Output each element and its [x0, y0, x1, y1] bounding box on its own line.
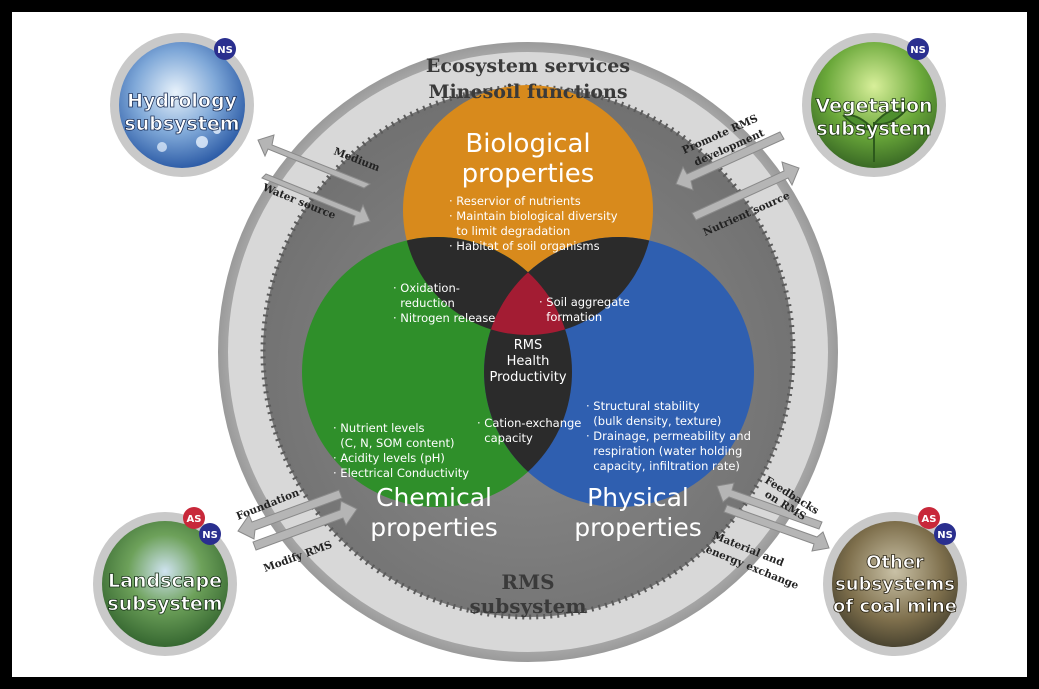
- coal-mine-image: [832, 521, 958, 647]
- center-line: Productivity: [489, 370, 566, 385]
- biological-item: to limit degradation: [449, 224, 570, 238]
- hydrology-subsystem: Hydrology subsystem NS: [110, 33, 254, 177]
- ns-badge-label: NS: [202, 530, 218, 541]
- chem-phys-item: · Cation-exchange: [477, 416, 581, 430]
- physical-title-1: Physical: [587, 483, 689, 512]
- arrow-feedbacks: [716, 482, 823, 530]
- chemical-item: · Acidity levels (pH): [333, 451, 445, 465]
- ns-badge: [214, 38, 236, 60]
- physical-item: capacity, infiltration rate): [586, 459, 740, 473]
- biological-item: · Habitat of soil organisms: [449, 239, 600, 253]
- minesoil-functions-label: Minesoil functions: [428, 81, 627, 103]
- ns-badge-label: NS: [910, 45, 926, 56]
- vegetation-title-2: subsystem: [816, 118, 931, 140]
- center-line: Health: [507, 354, 550, 369]
- biological-title-1: Biological: [465, 129, 590, 159]
- other-subsystem: Other subsystems of coal mine AS NS: [823, 507, 967, 656]
- vegetation-subsystem: Vegetation subsystem NS: [802, 33, 946, 177]
- arrow-medium: [257, 134, 372, 189]
- bio-chem-item: · Oxidation-: [393, 281, 460, 295]
- rms-diagram: Ecosystem services Minesoil functions RM…: [93, 33, 967, 662]
- as-badge: [918, 507, 940, 529]
- arrow-water-source: [261, 173, 371, 227]
- diagram-frame: Ecosystem services Minesoil functions RM…: [12, 12, 1027, 677]
- physical-item: respiration (water holding: [586, 444, 742, 458]
- landscape-title-1: Landscape: [108, 570, 222, 592]
- vegetation-image: [811, 42, 937, 168]
- ns-badge: [199, 523, 221, 545]
- center-line: RMS: [514, 338, 543, 353]
- arrow-promote: [675, 131, 785, 191]
- arrow-material: [723, 504, 830, 552]
- arrow-foundation: [237, 489, 343, 540]
- dotted-boundary: [260, 84, 796, 620]
- physical-item: · Drainage, permeability and: [586, 429, 751, 443]
- hydrology-image: [119, 42, 245, 168]
- overlap-center: [484, 237, 572, 335]
- as-badge: [183, 507, 205, 529]
- as-badge-label: AS: [187, 514, 202, 525]
- as-badge-label: AS: [922, 514, 937, 525]
- biological-title-2: properties: [462, 159, 595, 189]
- ecosystem-services-label: Ecosystem services: [426, 55, 630, 77]
- arrow-nutrient-source: [691, 161, 800, 221]
- rms-label: RMS: [501, 570, 554, 594]
- biological-item: · Maintain biological diversity: [449, 209, 618, 223]
- ns-badge: [907, 38, 929, 60]
- hydrology-title-2: subsystem: [124, 113, 239, 135]
- physical-item: · Structural stability: [586, 399, 700, 413]
- arrow-modify-rms: [252, 500, 358, 551]
- hydrology-title-1: Hydrology: [127, 90, 237, 112]
- bio-chem-item: reduction: [393, 296, 455, 310]
- vegetation-title-1: Vegetation: [815, 95, 932, 117]
- ns-badge-label: NS: [937, 530, 953, 541]
- biological-item: · Reservior of nutrients: [449, 194, 581, 208]
- chemical-item: · Electrical Conductivity: [333, 466, 469, 480]
- ns-badge-label: NS: [217, 45, 233, 56]
- sprout-icon: [842, 107, 908, 162]
- bio-phys-item: · Soil aggregate: [539, 295, 630, 309]
- landscape-title-2: subsystem: [107, 593, 222, 615]
- bio-phys-item: formation: [539, 310, 602, 324]
- chem-phys-item: capacity: [477, 431, 533, 445]
- ns-badge: [934, 523, 956, 545]
- landscape-subsystem: Landscape subsystem AS NS: [93, 507, 237, 656]
- arrows: [237, 131, 830, 552]
- physical-title-2: properties: [574, 513, 702, 542]
- chemical-item: · Nutrient levels: [333, 421, 425, 435]
- chemical-item: (C, N, SOM content): [333, 436, 455, 450]
- landscape-image: [102, 521, 228, 647]
- bio-chem-item: · Nitrogen release: [393, 311, 495, 325]
- physical-item: (bulk density, texture): [586, 414, 721, 428]
- subsystem-label: subsystem: [469, 594, 586, 618]
- other-title-3: of coal mine: [833, 596, 957, 617]
- other-title-2: subsystems: [835, 574, 955, 595]
- other-title-1: Other: [866, 552, 924, 573]
- chemical-title-1: Chemical: [376, 483, 492, 512]
- chemical-title-2: properties: [370, 513, 498, 542]
